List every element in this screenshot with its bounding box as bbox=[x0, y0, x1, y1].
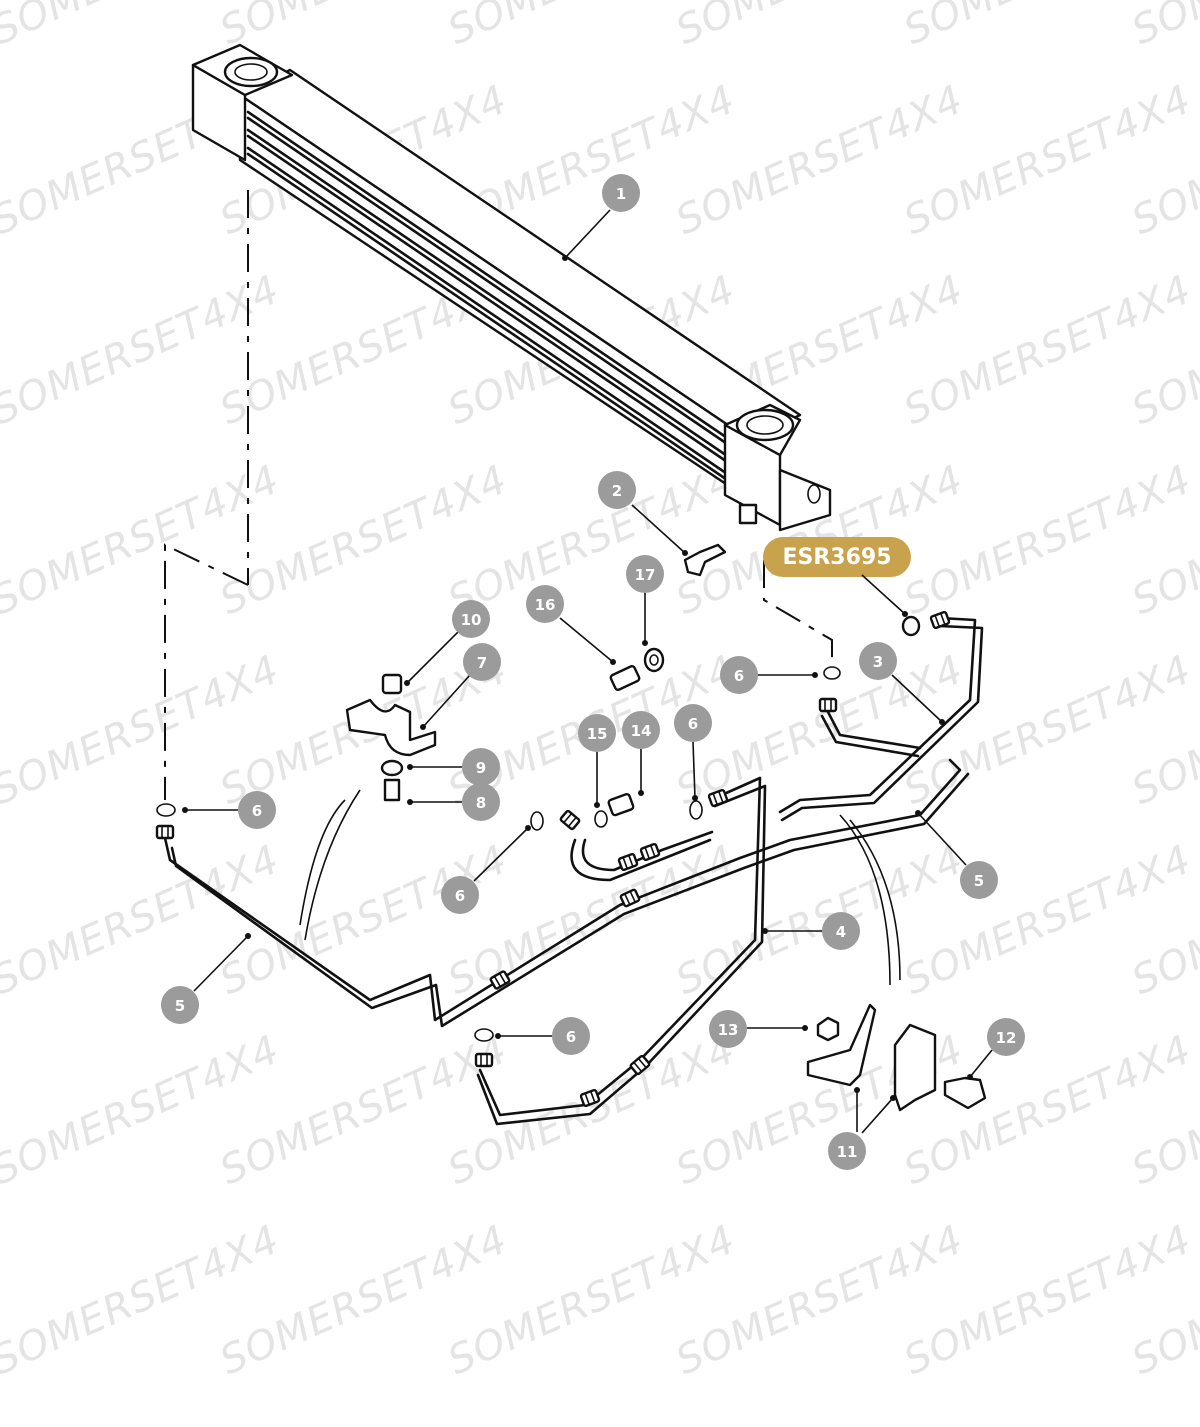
part-number-label: ESR3695 bbox=[782, 545, 891, 570]
callout-17[interactable]: 17 bbox=[626, 555, 664, 646]
callout-13[interactable]: 13 bbox=[709, 1010, 808, 1048]
svg-text:8: 8 bbox=[476, 794, 486, 812]
svg-text:11: 11 bbox=[837, 1143, 858, 1161]
callout-15[interactable]: 15 bbox=[578, 714, 616, 808]
svg-text:3: 3 bbox=[873, 653, 883, 671]
svg-text:7: 7 bbox=[477, 654, 487, 672]
callout-4[interactable]: 4 bbox=[762, 912, 860, 950]
callout-14[interactable]: 14 bbox=[622, 711, 660, 796]
svg-text:6: 6 bbox=[455, 887, 465, 905]
callout-6-lower[interactable]: 6 bbox=[495, 1017, 590, 1055]
callout-2[interactable]: 2 bbox=[598, 471, 688, 556]
svg-text:6: 6 bbox=[252, 802, 262, 820]
callout-9[interactable]: 9 bbox=[407, 748, 500, 786]
callout-5-right[interactable]: 5 bbox=[915, 810, 998, 899]
callout-16[interactable]: 16 bbox=[526, 585, 616, 665]
callout-6-left[interactable]: 6 bbox=[182, 791, 276, 829]
small-parts bbox=[156, 543, 987, 1112]
callout-11[interactable]: 11 bbox=[828, 1087, 896, 1170]
svg-text:16: 16 bbox=[535, 596, 556, 614]
svg-text:2: 2 bbox=[612, 482, 622, 500]
part-number-badge[interactable]: ESR3695 bbox=[763, 537, 911, 577]
callout-1[interactable]: 1 bbox=[562, 174, 640, 261]
svg-text:4: 4 bbox=[836, 923, 846, 941]
svg-text:1: 1 bbox=[616, 185, 626, 203]
svg-text:17: 17 bbox=[635, 566, 656, 584]
badge-leader bbox=[861, 574, 906, 615]
svg-text:6: 6 bbox=[566, 1028, 576, 1046]
alignment-lines bbox=[164, 190, 833, 800]
callout-layer: 1 2 17 16 10 7 6 bbox=[161, 174, 1025, 1170]
callout-8[interactable]: 8 bbox=[407, 783, 500, 821]
callout-6-middle[interactable]: 6 bbox=[674, 704, 712, 801]
svg-text:12: 12 bbox=[996, 1029, 1017, 1047]
watermark-text: SOMERSET4X4 bbox=[1125, 0, 1200, 54]
callout-10[interactable]: 10 bbox=[404, 600, 490, 686]
svg-text:6: 6 bbox=[688, 715, 698, 733]
callout-3[interactable]: 3 bbox=[859, 642, 945, 725]
callout-12[interactable]: 12 bbox=[967, 1018, 1025, 1080]
svg-text:6: 6 bbox=[734, 667, 744, 685]
svg-text:14: 14 bbox=[631, 722, 652, 740]
svg-text:13: 13 bbox=[718, 1021, 739, 1039]
callout-6-upper-right[interactable]: 6 bbox=[720, 656, 818, 694]
callout-7[interactable]: 7 bbox=[420, 643, 501, 730]
svg-text:5: 5 bbox=[974, 872, 984, 890]
callout-6-lower-middle[interactable]: 6 bbox=[441, 825, 531, 914]
svg-text:5: 5 bbox=[175, 997, 185, 1015]
callout-5-left[interactable]: 5 bbox=[161, 933, 251, 1024]
svg-text:10: 10 bbox=[461, 611, 482, 629]
oil-cooler-body bbox=[191, 43, 832, 532]
badge-leader-dot bbox=[902, 611, 908, 617]
svg-text:15: 15 bbox=[587, 725, 608, 743]
svg-text:9: 9 bbox=[476, 759, 486, 777]
